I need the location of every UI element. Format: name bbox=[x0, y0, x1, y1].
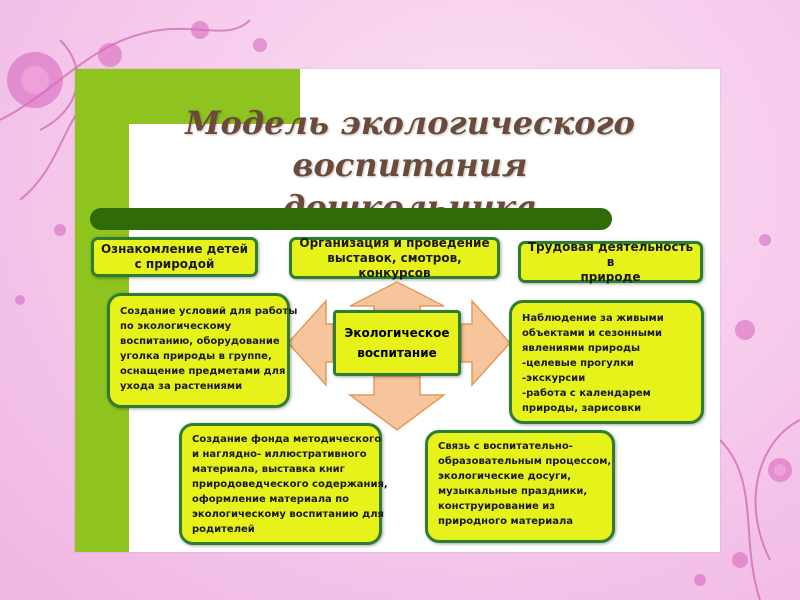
box-educational-link: Связь с воспитательно- образовательным п… bbox=[425, 430, 615, 543]
box-methodical-fund: Создание фонда методического и наглядно-… bbox=[179, 423, 388, 545]
box-educational-line: экологические досуги, bbox=[438, 471, 572, 482]
box-observation-line: явлениями природы bbox=[522, 343, 641, 354]
box-conditions-line: уголка природы в группе, bbox=[120, 351, 272, 362]
box-methodical-line: и наглядно- иллюстративного bbox=[192, 449, 367, 460]
box-conditions-line: по экологическому bbox=[120, 321, 232, 332]
arrow-right bbox=[460, 299, 512, 387]
box-observation-line: Наблюдение за живыми bbox=[522, 313, 664, 324]
header-label-right-1: Трудовая деятельность в bbox=[527, 239, 694, 269]
box-conditions-line: ухода за растениями bbox=[120, 381, 243, 392]
header-box-labor-activity: Трудовая деятельность в природе bbox=[518, 239, 703, 284]
box-conditions-line: воспитанию, оборудование bbox=[120, 336, 280, 347]
center-label-1: Экологическое bbox=[344, 326, 450, 340]
box-observation-line: -целевые прогулки bbox=[522, 358, 634, 369]
box-methodical-line: родителей bbox=[192, 524, 255, 535]
box-conditions: Создание условий для работы по экологиче… bbox=[107, 293, 298, 408]
header-label-left: Ознакомление детей с природой bbox=[100, 242, 249, 271]
header-label-middle-1: Организация и проведение bbox=[299, 235, 490, 250]
box-educational-line: музыкальные праздники, bbox=[438, 486, 588, 497]
box-methodical-line: экологическому воспитанию для bbox=[192, 509, 384, 520]
box-methodical-line: материала, выставка книг bbox=[192, 464, 345, 475]
box-observation-line: -экскурсии bbox=[522, 373, 586, 384]
center-label-2: воспитание bbox=[357, 346, 437, 360]
header-box-exhibitions: Организация и проведение выставок, смотр… bbox=[289, 235, 500, 280]
header-box-nature-familiarization: Ознакомление детей с природой bbox=[91, 237, 258, 277]
arrow-down bbox=[347, 375, 447, 431]
box-conditions-line: оснащение предметами для bbox=[120, 366, 286, 377]
box-observation-line: объектами и сезонными bbox=[522, 328, 663, 339]
box-observation-line: природы, зарисовки bbox=[522, 403, 642, 414]
box-observation-line: -работа с календарем bbox=[522, 388, 651, 399]
box-methodical-line: оформление материала по bbox=[192, 494, 350, 505]
arrow-up bbox=[349, 281, 445, 313]
box-educational-line: Связь с воспитательно- bbox=[438, 441, 573, 452]
header-label-middle-2: выставок, смотров, конкурсов bbox=[327, 250, 462, 280]
box-observation: Наблюдение за живыми объектами и сезонны… bbox=[509, 300, 704, 424]
box-educational-line: конструирование из bbox=[438, 501, 556, 512]
box-educational-line: образовательным процессом, bbox=[438, 456, 612, 467]
green-top-corner bbox=[75, 69, 300, 124]
box-methodical-line: природоведческого содержания, bbox=[192, 479, 388, 490]
box-conditions-line: Создание условий для работы bbox=[120, 306, 298, 317]
box-educational-line: природного материала bbox=[438, 516, 574, 527]
center-box-ecological-education: Экологическое воспитание bbox=[333, 310, 461, 376]
title-line-1: Модель экологического bbox=[185, 104, 635, 142]
header-label-right-2: природе bbox=[580, 269, 641, 284]
box-methodical-line: Создание фонда методического bbox=[192, 434, 382, 445]
title-divider-bar bbox=[90, 208, 612, 230]
